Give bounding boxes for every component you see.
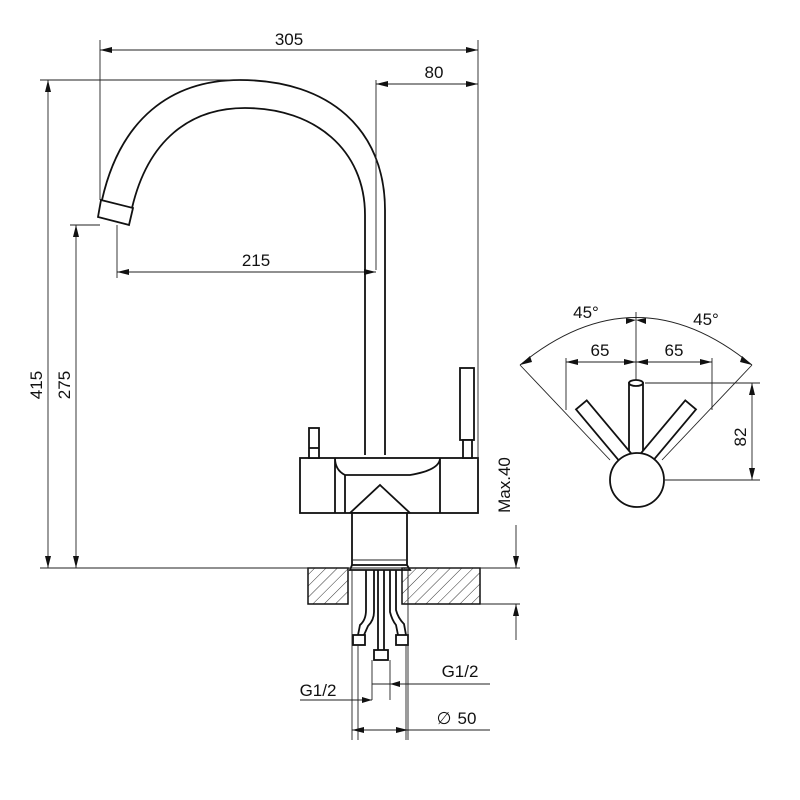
supply-hoses bbox=[352, 570, 409, 661]
body-v-notch bbox=[349, 483, 411, 514]
faucet-front-view bbox=[96, 79, 479, 571]
dim-base-diameter: ∅ 50 bbox=[351, 570, 490, 740]
spout-to-edge-label: 80 bbox=[425, 63, 444, 82]
hose-fitting-right bbox=[395, 634, 409, 646]
dim-spout-reach: 215 bbox=[116, 225, 376, 278]
handle-rotation-view: 45° 45° 65 65 82 bbox=[519, 303, 760, 508]
dim-spout-to-edge: 80 bbox=[375, 63, 478, 270]
aerator-tip bbox=[96, 198, 135, 227]
left-handle bbox=[308, 427, 320, 459]
mixer-base bbox=[351, 512, 408, 566]
max-counter-label: Max.40 bbox=[495, 457, 514, 513]
dim-total-height: 415 bbox=[27, 79, 520, 569]
base-diameter-label: 50 bbox=[458, 709, 477, 728]
mixer-body bbox=[299, 457, 479, 514]
hose-fitting-center bbox=[373, 649, 389, 661]
dim-max-counter: Max.40 bbox=[480, 457, 520, 640]
spout-outer-edge bbox=[101, 79, 386, 455]
offset-left-label: 65 bbox=[591, 341, 610, 360]
handle-hub bbox=[609, 452, 665, 508]
hose-thread-left-label: G1/2 bbox=[300, 681, 337, 700]
dim-hose-threads: G1/2 G1/2 bbox=[300, 645, 490, 740]
spout-height-label: 275 bbox=[55, 371, 74, 399]
dim-spout-height: 275 bbox=[55, 224, 100, 568]
angle-left-label: 45° bbox=[573, 303, 599, 322]
total-height-label: 415 bbox=[27, 371, 46, 399]
spout-reach-label: 215 bbox=[242, 251, 270, 270]
right-handle bbox=[459, 367, 475, 441]
countertop-section bbox=[307, 567, 481, 605]
dim-overall-reach: 305 bbox=[99, 30, 479, 460]
overall-reach-label: 305 bbox=[275, 30, 303, 49]
spout-inner-edge bbox=[131, 107, 366, 455]
hose-thread-right-label: G1/2 bbox=[442, 662, 479, 681]
body-joint bbox=[334, 457, 441, 513]
offset-right-label: 65 bbox=[665, 341, 684, 360]
hose-fitting-left bbox=[352, 634, 366, 646]
handle-height-label: 82 bbox=[731, 428, 750, 447]
rotated-handle-center bbox=[628, 382, 644, 459]
diameter-symbol: ∅ bbox=[437, 709, 452, 728]
angle-right-label: 45° bbox=[693, 310, 719, 329]
